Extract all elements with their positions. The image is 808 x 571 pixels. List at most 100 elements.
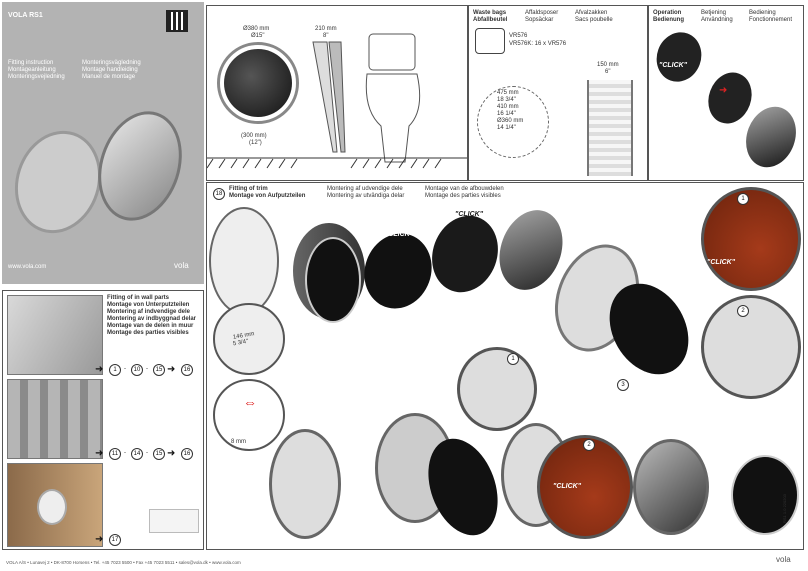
trim-col1-1: Montage von Aufputzteilen	[229, 193, 306, 199]
bag-roll-icon	[475, 28, 505, 54]
mini-sheet-thumbnail	[149, 509, 199, 533]
trim-click-2: "CLICK"	[455, 211, 484, 218]
cover-logo: vola	[174, 261, 189, 270]
trim-flap-3	[421, 206, 509, 302]
seq1-sep-0: -	[124, 366, 126, 372]
seq1-arrow-icon: ➜	[95, 364, 104, 375]
wall-parts-panel: Fitting of in wall parts Montage von Unt…	[2, 290, 204, 550]
section-drawing	[587, 80, 633, 176]
trim-col2-1: Montering av utvändiga delar	[327, 193, 405, 199]
cover-lang-right-1: Montage handleiding	[82, 67, 138, 73]
wall-lang-2: Montering af indvendige dele	[107, 309, 191, 315]
trim-col1-0: Fitting of trim	[229, 186, 268, 192]
side-code: RS1 1.0 220203	[782, 494, 787, 523]
cover-lang-left-2: Monteringsvejledning	[8, 74, 65, 80]
wall-lang-5: Montage des parties visibles	[107, 330, 189, 336]
seq2-sep-0: -	[124, 450, 126, 456]
op-flap-open	[701, 66, 759, 130]
wall-photo-3-hole	[37, 489, 67, 525]
trim-col2-0: Montering af udvendige dele	[327, 186, 403, 192]
waste-col1-1: Abfallbeutel	[473, 17, 508, 23]
seq1-step-2: 15	[153, 364, 165, 376]
operation-panel: Operation Bedienung Betjening Användning…	[648, 5, 804, 181]
detail-bottom-2	[537, 435, 633, 539]
seq2-step-1: 14	[131, 448, 143, 460]
trim-wrench: 8 mm	[231, 439, 246, 445]
op-flap-closed	[649, 25, 709, 89]
callout-5: 2	[583, 439, 595, 451]
step-badge-18: 18	[213, 188, 225, 200]
cover-title: VOLA RS1	[8, 12, 43, 19]
bottom-flap-final	[731, 455, 799, 535]
op-flap-bag	[737, 99, 803, 175]
waste-model1: VR576	[509, 33, 528, 39]
callout-4: 1	[507, 353, 519, 365]
plan-side-in: 6"	[605, 69, 611, 75]
waste-model2: VR576K: 16 x VR576	[509, 41, 567, 47]
footer-logo: vola	[776, 555, 791, 564]
seq2-step-0: 11	[109, 448, 121, 460]
wall-lang-0: Fitting of in wall parts	[107, 295, 169, 301]
seq1-sep-1: -	[146, 366, 148, 372]
cover-website: www.vola.com	[8, 264, 47, 270]
side-profile-drawing	[312, 41, 346, 153]
wall-lang-3: Montering av indbyggnad delar	[107, 316, 197, 322]
waste-col1-0: Waste bags	[473, 10, 507, 16]
dim-d2-in: 8"	[323, 33, 329, 39]
seq3-step-0: 17	[109, 534, 121, 546]
detail-red-flap	[701, 187, 801, 291]
seq1-step-0: 1	[109, 364, 121, 376]
dim-detail	[213, 303, 285, 375]
op-col3-0: Bediening	[749, 10, 776, 16]
callout-3: 3	[617, 379, 629, 391]
seq1-step-3: 16	[181, 364, 193, 376]
trim-click-1: "CLICK"	[385, 231, 414, 238]
cover-lang-right-0: Monteringsvägledning	[82, 60, 141, 66]
trim-ring	[209, 207, 279, 315]
plan-circle	[477, 86, 549, 158]
trim-flap-front	[305, 237, 361, 323]
op-arrow-icon: ➜	[719, 85, 728, 96]
seq1-arrow2-icon: ➜	[167, 364, 176, 375]
trim-flap-2	[353, 224, 443, 318]
seq2-arrow-icon: ➜	[95, 448, 104, 459]
dim-d3-in: (12")	[249, 140, 262, 146]
dim-d1-in: Ø15"	[251, 33, 265, 39]
qr-code-icon	[166, 10, 188, 32]
waste-col2-0: Affaldsposer	[525, 10, 559, 16]
seq1-step-1: 10	[131, 364, 143, 376]
footer-address: VOLA A/S • Lunavej 2 • DK-8700 Horsens •…	[6, 560, 241, 565]
wall-photo-1	[7, 295, 103, 375]
op-col1-1: Bedienung	[653, 17, 684, 23]
trim-col3-1: Montage des parties visibles	[425, 193, 501, 199]
trim-col3-0: Montage van de afbouwdelen	[425, 186, 504, 192]
detail-bottom-click: "CLICK"	[553, 483, 582, 490]
op-col2-1: Användning	[701, 17, 733, 23]
dim-d3: (300 mm)	[241, 133, 267, 139]
dim-d2: 210 mm	[315, 26, 337, 32]
product-flap-illustration	[84, 100, 196, 232]
trim-panel: 18 Fitting of trim Montage von Aufputzte…	[206, 182, 804, 550]
detail-bottom-1	[457, 347, 537, 431]
wall-lang-1: Montage von Unterputzteilen	[107, 302, 190, 308]
op-click-label: "CLICK"	[659, 62, 688, 69]
cover-lang-left-1: Montageanleitung	[8, 67, 56, 73]
waste-col3-0: Afvalzakken	[575, 10, 608, 16]
plan-side: 150 mm	[597, 62, 619, 68]
cover-panel: VOLA RS1 Fitting instruction Montageanle…	[1, 2, 204, 284]
waste-col2-1: Sopsäckar	[525, 17, 554, 23]
callout-2: 2	[737, 305, 749, 317]
op-col3-1: Fonctionnement	[749, 17, 793, 23]
seq2-sep-1: -	[146, 450, 148, 456]
detail-hinge	[701, 295, 801, 399]
toilet-drawing	[365, 33, 421, 163]
seq2-step-2: 15	[153, 448, 165, 460]
cover-lang-left-0: Fitting instruction	[8, 60, 54, 66]
floor-hatch	[207, 157, 467, 169]
wall-photo-2	[7, 379, 103, 459]
dimension-panel: Ø380 mm Ø15" (300 mm) (12") 210 mm 8"	[206, 5, 468, 181]
op-col1-0: Operation	[653, 10, 682, 16]
seq2-arrow2-icon: ➜	[167, 448, 176, 459]
dim-d1: Ø380 mm	[243, 26, 270, 32]
detail-click: "CLICK"	[707, 259, 736, 266]
